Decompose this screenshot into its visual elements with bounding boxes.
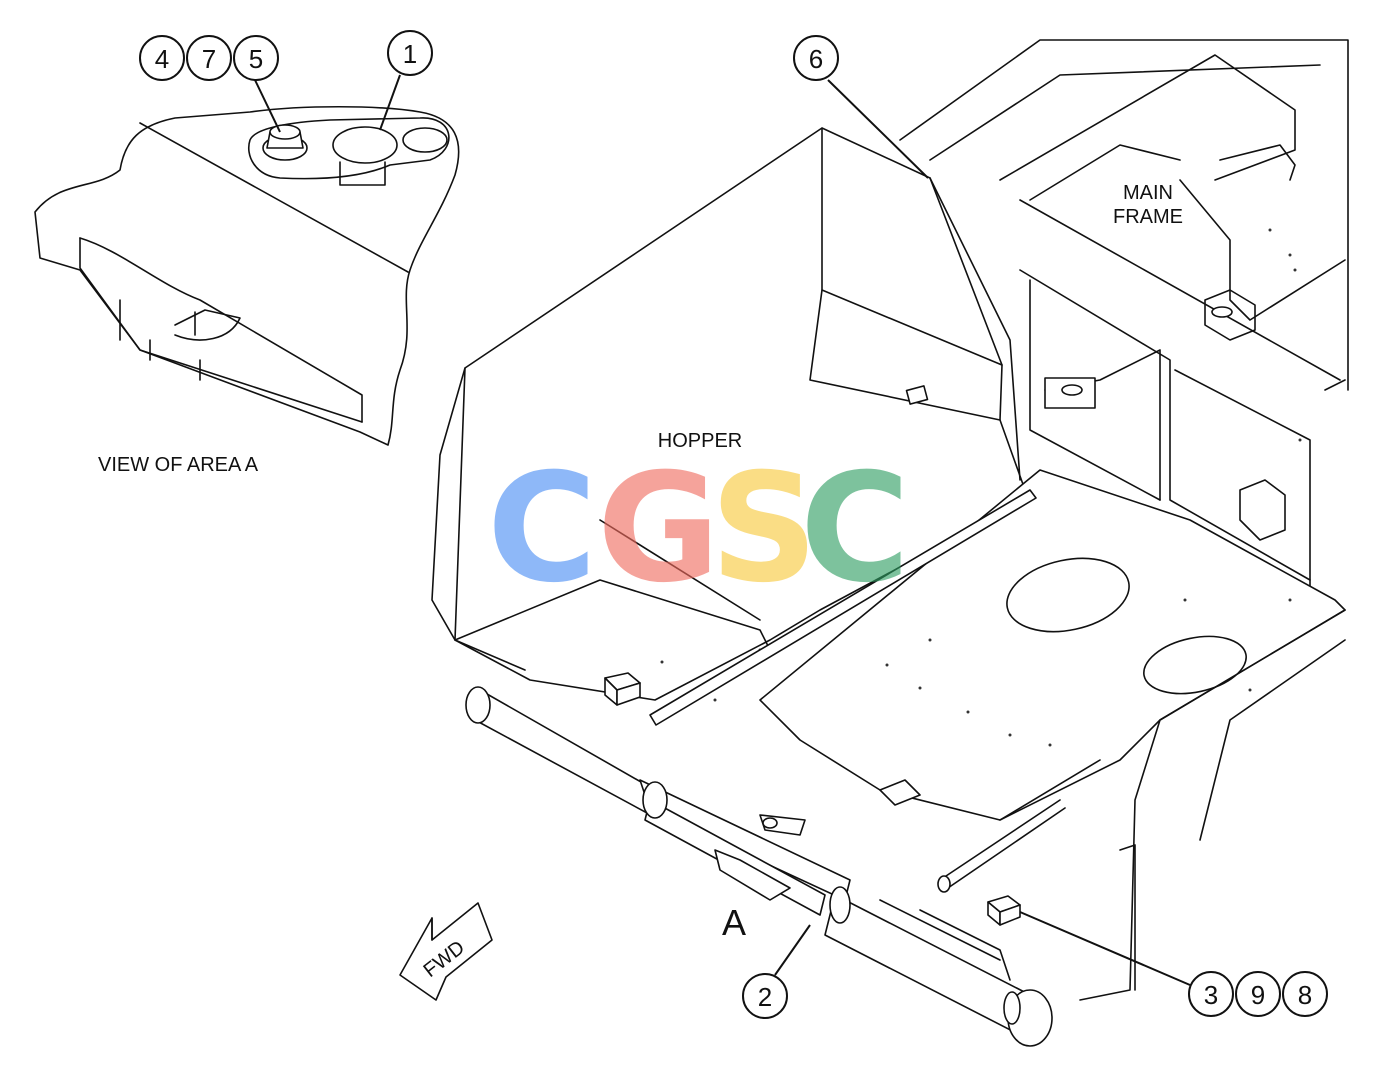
floor-opening [1143, 635, 1247, 695]
hopper-label: HOPPER [658, 430, 742, 452]
callout-5: 5 [233, 35, 279, 81]
callout-2: 2 [742, 973, 788, 1019]
watermark-letter-1: C [487, 442, 597, 616]
callout-7: 7 [186, 35, 232, 81]
svg-text:8: 8 [1298, 980, 1312, 1010]
view-of-area-label: VIEW OF AREA A [98, 454, 259, 476]
main-frame: MAIN FRAME [899, 39, 1349, 591]
main-frame-label-line1: MAIN [1123, 182, 1173, 204]
main-frame-label-line2: FRAME [1113, 206, 1183, 228]
mounting-blocks [604, 672, 1021, 926]
svg-text:6: 6 [809, 44, 823, 74]
svg-text:4: 4 [155, 44, 169, 74]
svg-text:5: 5 [249, 44, 263, 74]
floor-opening [1006, 557, 1130, 633]
watermark-letter-4: C [800, 442, 910, 616]
callout-4: 4 [139, 35, 185, 81]
svg-text:7: 7 [202, 44, 216, 74]
svg-text:1: 1 [403, 39, 417, 69]
svg-text:2: 2 [758, 982, 772, 1012]
cgsc-watermark: C G S C [487, 442, 910, 616]
area-a-marker: A [722, 902, 746, 943]
bolt [262, 124, 308, 161]
callout-3: 3 [1188, 971, 1234, 1017]
rivets [660, 228, 1302, 747]
cylinder-assembly [465, 686, 1053, 1047]
floor-plate [759, 469, 1346, 1001]
fwd-arrow: FWD [399, 902, 493, 1001]
callout-9: 9 [1235, 971, 1281, 1017]
detail-view-area-a: VIEW OF AREA A [34, 105, 460, 476]
shaft [649, 489, 1066, 893]
callout-1: 1 [387, 30, 433, 76]
watermark-letter-3: S [710, 442, 818, 616]
watermark-letter-2: G [597, 442, 720, 616]
callout-8: 8 [1282, 971, 1328, 1017]
svg-text:3: 3 [1204, 980, 1218, 1010]
hopper: HOPPER [431, 127, 1026, 701]
callout-6: 6 [793, 35, 839, 81]
leader-lines [254, 74, 1191, 986]
svg-text:9: 9 [1251, 980, 1265, 1010]
